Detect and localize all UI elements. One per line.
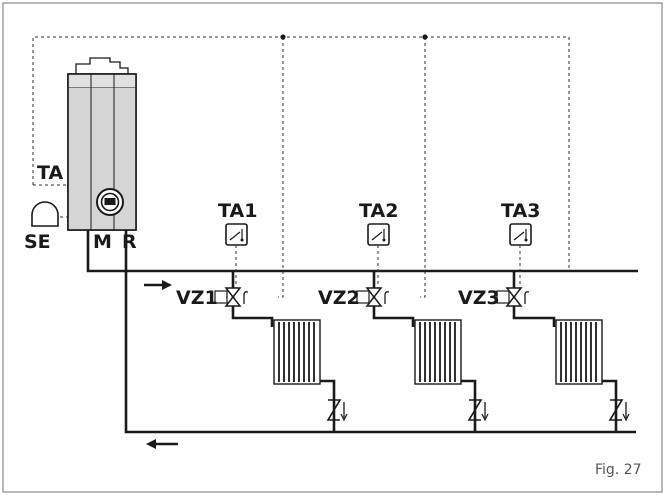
external-sensor-label: SE	[24, 231, 51, 253]
radiator-icon	[273, 319, 321, 385]
zone-valve-icon	[496, 285, 530, 307]
return-arrow-icon	[146, 439, 178, 449]
flow-label: M	[93, 231, 112, 253]
zone-thermostat-icon	[225, 223, 248, 246]
return-valve-icon	[326, 399, 348, 422]
radiator-icon	[555, 319, 603, 385]
flow-arrow-icon	[144, 280, 172, 290]
zone-thermostat-label: TA1	[218, 200, 257, 222]
zone-valve-label: VZ2	[318, 287, 360, 309]
control-wiring	[32, 34, 570, 298]
return-valve-icon	[467, 399, 489, 422]
radiator-icon	[414, 319, 462, 385]
zone-valve-label: VZ3	[458, 287, 500, 309]
return-label: R	[122, 231, 137, 253]
zone-thermostat-label: TA2	[359, 200, 398, 222]
zone-thermostat-icon	[509, 223, 532, 246]
external-sensor-icon	[31, 201, 59, 227]
boiler-unit	[67, 57, 137, 231]
figure-caption: Fig. 27	[595, 462, 642, 478]
zone-thermostat-icon	[367, 223, 390, 246]
zone-valve-label: VZ1	[176, 287, 218, 309]
boiler-thermostat-label: TA	[37, 162, 63, 184]
zone-thermostat-label: TA3	[501, 200, 540, 222]
zone-valve-icon	[356, 285, 390, 307]
zone-valve-icon	[214, 285, 249, 307]
return-valve-icon	[608, 399, 630, 422]
